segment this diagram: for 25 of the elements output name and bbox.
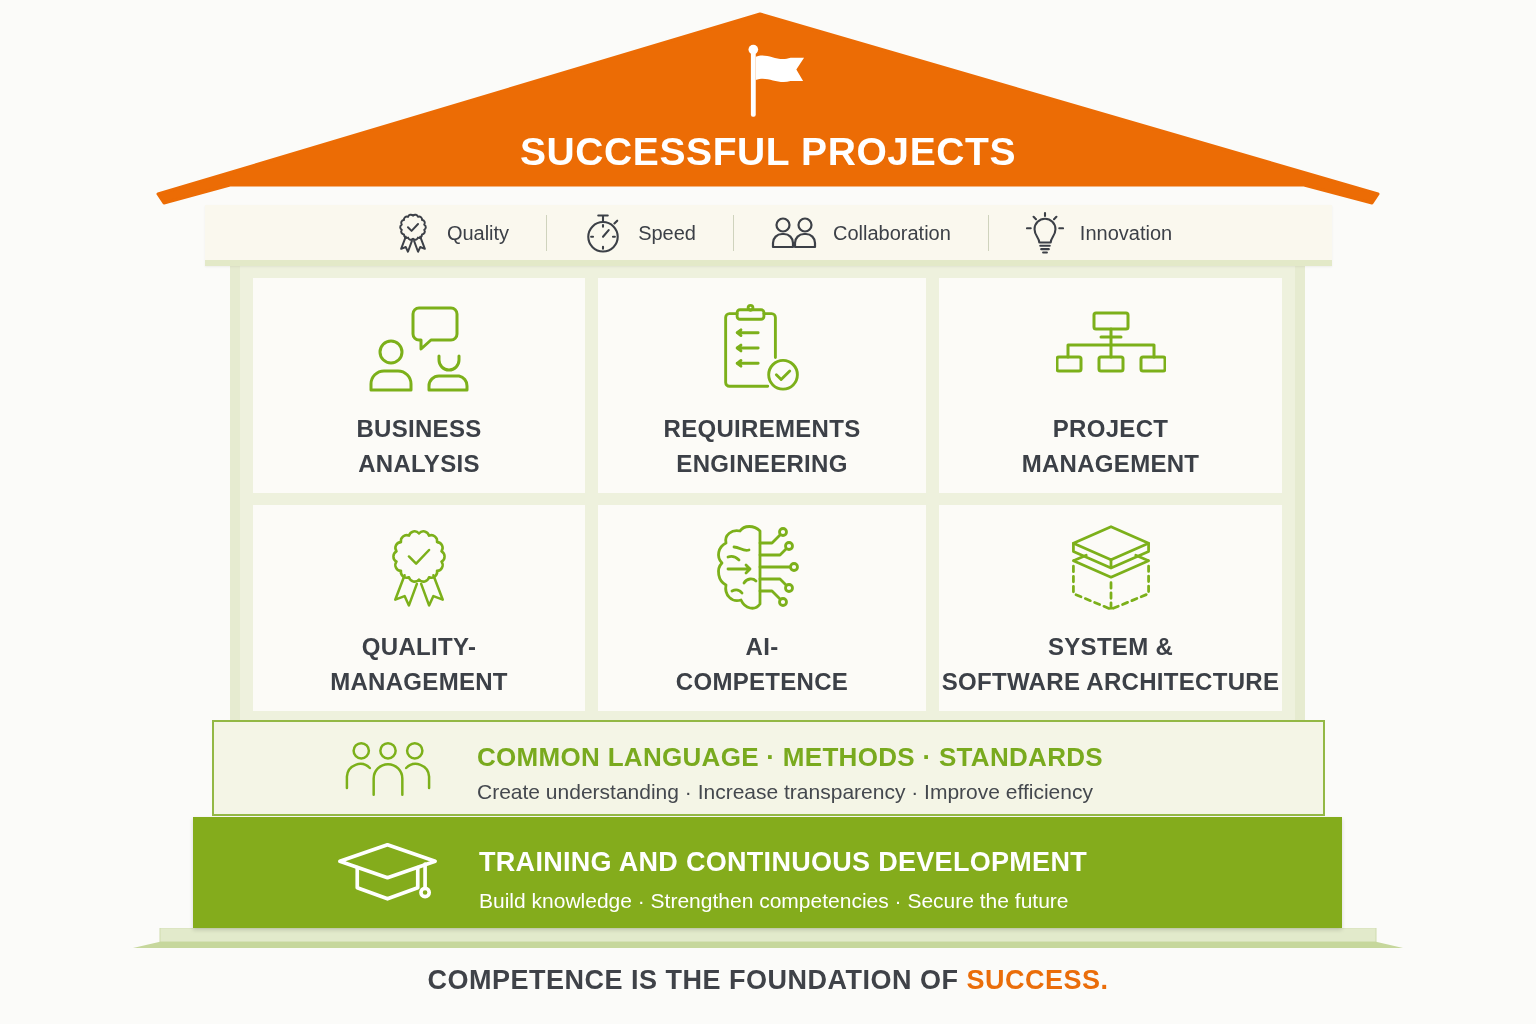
foundation-band [193, 817, 1342, 928]
pillar-title: QUALITY- MANAGEMENT [330, 632, 508, 697]
band-subtitle: Build knowledge · Strengthen competencies · Secure the future [479, 888, 1070, 914]
pillar-card [253, 505, 585, 711]
band-subtitle: Create understanding · Increase transparency · Improve efficiency [477, 779, 1094, 805]
values-bar [205, 205, 1332, 266]
roof-title: SUCCESSFUL PROJECTS [519, 130, 1017, 174]
pillar-title: AI- COMPETENCE [675, 632, 849, 697]
pillar-title: BUSINESS ANALYSIS [356, 414, 482, 479]
value-label: Quality [446, 220, 510, 246]
value-label: Speed [638, 220, 696, 246]
pillar-title: REQUIREMENTS ENGINEERING [663, 414, 861, 479]
pillar-card [253, 278, 585, 493]
pillar-card [939, 505, 1282, 711]
value-label: Collaboration [832, 220, 951, 246]
foundation-band [212, 720, 1325, 816]
pillar-card [598, 505, 926, 711]
caption: COMPETENCE IS THE FOUNDATION OF SUCCESS. [427, 964, 1109, 997]
pillar-card [598, 278, 926, 493]
pillar-title: PROJECT MANAGEMENT [1021, 414, 1200, 479]
value-label: Innovation [1079, 220, 1173, 246]
band-heading: TRAINING AND CONTINUOUS DEVELOPMENT [479, 846, 1087, 879]
pillar-title: SYSTEM & SOFTWARE ARCHITECTURE [941, 632, 1280, 697]
band-heading: COMMON LANGUAGE · METHODS · STANDARDS [477, 741, 1103, 773]
pillar-card [939, 278, 1282, 493]
